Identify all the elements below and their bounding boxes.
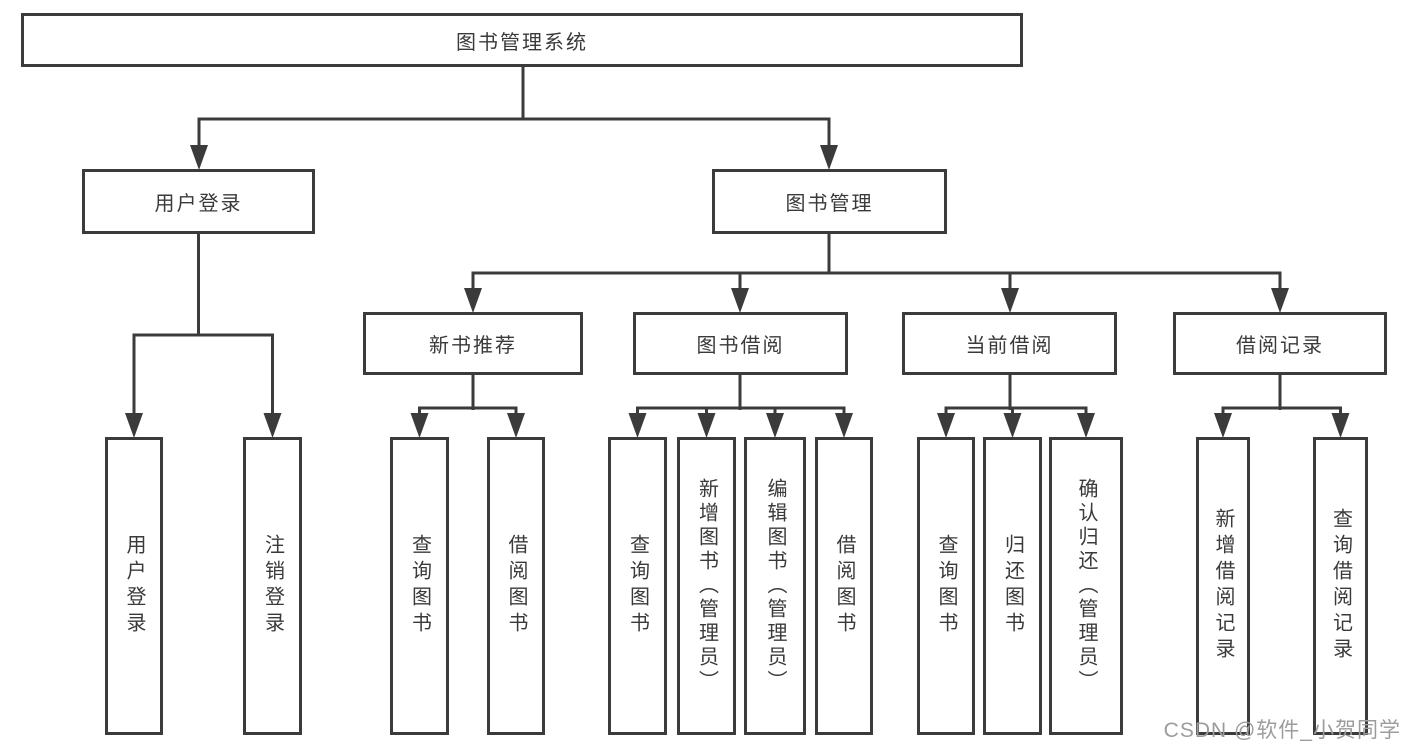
node-user-login: 用户登录	[82, 169, 315, 234]
leaf-label: 查询图书	[408, 534, 431, 638]
leaf-logout: 注销登录	[243, 437, 302, 735]
leaf-query-books-borrow: 查询图书	[608, 437, 667, 735]
leaf-label: 借阅图书	[505, 534, 527, 638]
node-current-borrow: 当前借阅	[902, 312, 1117, 375]
leaf-label: 查询图书	[626, 534, 649, 638]
csdn-watermark: CSDN @软件_小贺同学	[1163, 719, 1401, 742]
leaf-confirm-return-admin: 确认归还（管理员）	[1049, 437, 1123, 735]
leaf-query-borrow-record: 查询借阅记录	[1313, 437, 1368, 735]
leaf-return-book: 归还图书	[983, 437, 1042, 735]
node-book-borrow: 图书借阅	[633, 312, 848, 375]
leaf-borrow-books-recommend: 借阅图书	[487, 437, 545, 735]
leaf-add-borrow-record: 新增借阅记录	[1196, 437, 1250, 735]
leaf-query-books-recommend: 查询图书	[390, 437, 449, 735]
node-borrow-records: 借阅记录	[1173, 312, 1387, 375]
leaf-borrow-books: 借阅图书	[815, 437, 873, 735]
leaf-query-books-current: 查询图书	[917, 437, 975, 735]
leaf-label: 归还图书	[1001, 534, 1024, 638]
leaf-user-login: 用户登录	[105, 437, 163, 735]
leaf-label: 新增借阅记录	[1212, 508, 1234, 664]
node-new-book-recommend: 新书推荐	[363, 312, 583, 375]
leaf-label: 编辑图书（管理员）	[764, 478, 786, 694]
connector-arrowheads	[125, 145, 1350, 438]
leaf-label: 查询图书	[935, 534, 957, 638]
leaf-label: 查询借阅记录	[1329, 508, 1352, 664]
node-root-system: 图书管理系统	[21, 13, 1023, 67]
leaf-label: 新增图书（管理员）	[695, 478, 718, 694]
leaf-label: 确认归还（管理员）	[1075, 478, 1097, 694]
leaf-label: 借阅图书	[833, 534, 855, 638]
leaf-add-book-admin: 新增图书（管理员）	[677, 437, 736, 735]
leaf-logout-label: 注销登录	[261, 534, 284, 638]
node-book-management: 图书管理	[712, 169, 947, 234]
leaf-edit-book-admin: 编辑图书（管理员）	[744, 437, 806, 735]
leaf-user-login-label: 用户登录	[123, 534, 145, 638]
